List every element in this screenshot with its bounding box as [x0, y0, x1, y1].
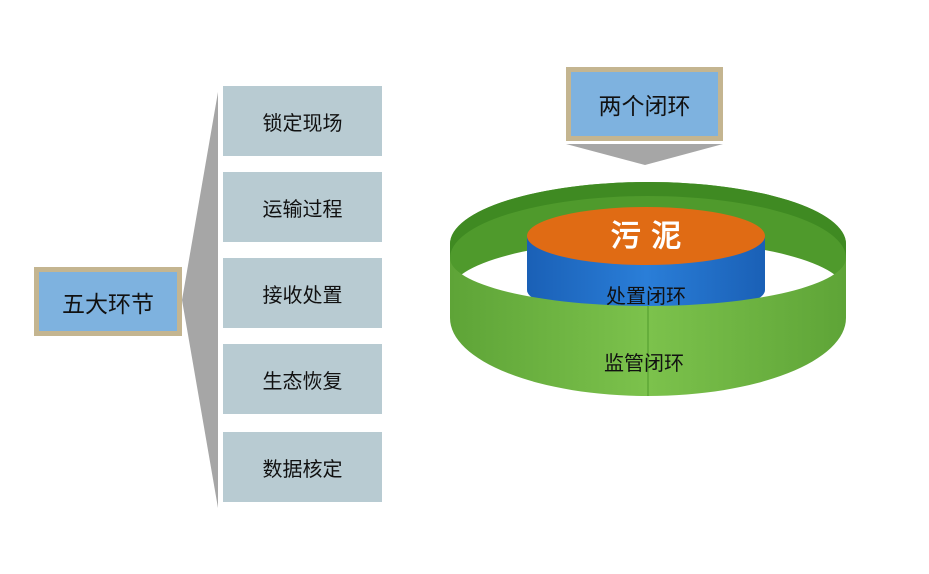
outer-ring-top-rim: [450, 182, 846, 258]
loop-title-text: 两个闭环: [598, 94, 691, 120]
step-label-1: 锁定现场: [262, 110, 343, 135]
step-box-5: 数据核定: [223, 432, 382, 502]
step-label-5: 数据核定: [262, 456, 343, 481]
step-label-4: 生态恢复: [262, 368, 343, 393]
step-box-1: 锁定现场: [223, 86, 382, 156]
bracket-shape: [182, 92, 218, 508]
step-box-2: 运输过程: [223, 172, 382, 242]
step-label-3: 接收处置: [262, 282, 343, 307]
step-box-4: 生态恢复: [223, 344, 382, 414]
inner-loop-label: 处置闭环: [606, 284, 686, 308]
core-top-ellipse: [527, 207, 765, 265]
loop-title-box: 两个闭环: [566, 67, 723, 141]
step-box-3: 接收处置: [223, 258, 382, 328]
main-title-box: 五大环节: [34, 267, 182, 336]
step-label-2: 运输过程: [262, 196, 343, 221]
outer-loop-label: 监管闭环: [604, 351, 684, 375]
main-title-text: 五大环节: [62, 291, 154, 318]
core-label: 污 泥: [611, 219, 681, 254]
pointer-triangle: [566, 144, 723, 165]
